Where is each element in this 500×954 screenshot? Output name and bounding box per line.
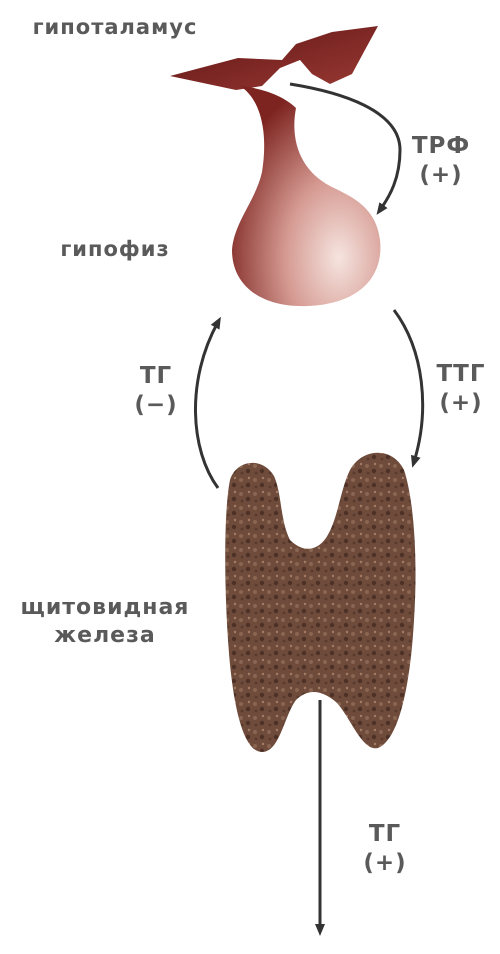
- ttg-label: ТТГ (+): [424, 360, 498, 418]
- pituitary-shape: [232, 86, 380, 306]
- tg-feedback-arrow: [195, 322, 218, 488]
- tg-output-label: ТГ (+): [350, 820, 420, 878]
- pituitary-label: гипофиз: [40, 236, 190, 262]
- hypothalamus-label: гипоталамус: [10, 14, 220, 40]
- thyroid-label: щитовидная железа: [0, 594, 210, 649]
- ttg-arrow: [394, 310, 423, 462]
- tg-feedback-label: ТГ (−): [126, 362, 186, 420]
- trf-label: ТРФ (+): [404, 132, 478, 190]
